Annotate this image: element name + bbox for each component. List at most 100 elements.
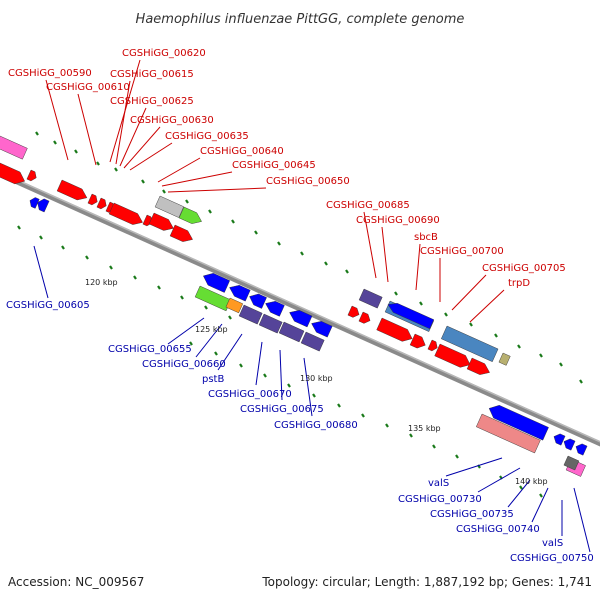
gene-label[interactable]: CGSHiGG_00675 xyxy=(240,404,324,415)
tick-dash xyxy=(419,301,423,306)
cds-reverse[interactable] xyxy=(309,318,333,338)
tick-dash xyxy=(157,285,161,290)
cds-forward[interactable] xyxy=(169,224,195,245)
cds-reverse[interactable] xyxy=(35,197,50,213)
cds-reverse[interactable] xyxy=(475,413,541,454)
cds-forward[interactable] xyxy=(56,179,89,203)
cds-reverse[interactable] xyxy=(562,437,576,451)
leader-line xyxy=(119,107,147,167)
gene-label[interactable]: CGSHiGG_00630 xyxy=(130,115,214,126)
tick-dash xyxy=(85,255,89,260)
gene-label[interactable]: CGSHiGG_00645 xyxy=(232,160,316,171)
tick-dash xyxy=(114,167,118,172)
leader-line xyxy=(507,479,531,508)
cds-forward[interactable] xyxy=(466,357,492,378)
cds-reverse[interactable] xyxy=(563,455,580,471)
tick-dash xyxy=(162,189,166,194)
cds-reverse[interactable] xyxy=(201,270,230,293)
cds-reverse[interactable] xyxy=(227,282,251,302)
tick-dash xyxy=(519,485,523,490)
cds-reverse[interactable] xyxy=(300,331,325,352)
cds-forward[interactable] xyxy=(358,311,372,325)
tick-dash xyxy=(39,235,43,240)
leader-line xyxy=(167,317,205,345)
tick-dash xyxy=(109,265,113,270)
tick-dash xyxy=(231,219,235,224)
gene-label[interactable]: CGSHiGG_00640 xyxy=(200,146,284,157)
gene-label[interactable]: CGSHiGG_00655 xyxy=(108,344,192,355)
tick-dash xyxy=(337,403,341,408)
tick-dash xyxy=(345,269,349,274)
leader-line xyxy=(303,357,313,417)
cog-block[interactable] xyxy=(440,325,499,362)
cds-reverse[interactable] xyxy=(28,196,40,209)
gene-label[interactable]: CGSHiGG_00670 xyxy=(208,389,292,400)
cds-reverse[interactable] xyxy=(358,288,383,309)
cds-reverse[interactable] xyxy=(258,313,283,334)
cds-forward[interactable] xyxy=(409,333,428,351)
cds-reverse[interactable] xyxy=(238,304,263,325)
cds-reverse[interactable] xyxy=(194,285,232,312)
rna-block[interactable] xyxy=(0,135,28,160)
tick-dash xyxy=(539,353,543,358)
cds-reverse[interactable] xyxy=(486,402,549,441)
cds-reverse[interactable] xyxy=(278,321,305,343)
cog-block[interactable] xyxy=(498,352,511,366)
cds-forward[interactable] xyxy=(376,317,415,345)
cds-forward[interactable] xyxy=(96,197,108,210)
tick-dash xyxy=(254,230,258,235)
tick-dash xyxy=(61,245,65,250)
cds-forward[interactable] xyxy=(427,339,439,352)
gene-label[interactable]: CGSHiGG_00735 xyxy=(430,509,514,520)
cds-forward[interactable] xyxy=(347,305,361,319)
cog-block[interactable] xyxy=(178,206,204,227)
summary-text: Topology: circular; Length: 1,887,192 bp… xyxy=(261,575,592,589)
cds-reverse[interactable] xyxy=(574,442,588,456)
gene-label[interactable]: CGSHiGG_00690 xyxy=(356,215,440,226)
pseudogene-block[interactable] xyxy=(154,195,184,218)
gene-label[interactable]: CGSHiGG_00635 xyxy=(165,131,249,142)
accession-text: Accession: NC_009567 xyxy=(8,575,144,589)
cds-forward[interactable] xyxy=(148,212,176,234)
gene-label[interactable]: pstB xyxy=(202,374,224,385)
gene-label[interactable]: sbcB xyxy=(414,232,438,243)
cds-forward[interactable] xyxy=(0,162,27,187)
gene-label[interactable]: CGSHiGG_00610 xyxy=(46,82,130,93)
gene-label[interactable]: CGSHiGG_00705 xyxy=(482,263,566,274)
gene-label[interactable]: CGSHiGG_00590 xyxy=(8,68,92,79)
gene-label[interactable]: CGSHiGG_00685 xyxy=(326,200,410,211)
gene-label[interactable]: CGSHiGG_00730 xyxy=(398,494,482,505)
cds-forward[interactable] xyxy=(26,169,38,182)
gene-label[interactable]: CGSHiGG_00625 xyxy=(110,96,194,107)
cds-reverse[interactable] xyxy=(263,298,285,317)
cds-reverse[interactable] xyxy=(287,307,313,328)
gene-label[interactable]: CGSHiGG_00750 xyxy=(510,553,594,564)
cds-reverse[interactable] xyxy=(247,291,267,309)
gene-label[interactable]: trpD xyxy=(508,278,530,289)
tick-dash xyxy=(444,312,448,317)
tick-dash xyxy=(579,379,583,384)
gene-label[interactable]: valS xyxy=(428,478,449,489)
gene-label[interactable]: CGSHiGG_00680 xyxy=(274,420,358,431)
gene-label[interactable]: CGSHiGG_00620 xyxy=(122,48,206,59)
tick-dash xyxy=(539,493,543,498)
cds-forward[interactable] xyxy=(87,193,99,206)
tick-label: 120 kbp xyxy=(85,278,118,287)
leader-line xyxy=(217,333,243,371)
cds-reverse[interactable] xyxy=(552,432,566,446)
gene-label[interactable]: CGSHiGG_00650 xyxy=(266,176,350,187)
gene-label[interactable]: CGSHiGG_00615 xyxy=(110,69,194,80)
tick-dash xyxy=(17,225,21,230)
gene-label[interactable]: valS xyxy=(542,538,563,549)
gene-label[interactable]: CGSHiGG_00605 xyxy=(6,300,90,311)
tick-dash xyxy=(53,140,57,145)
tick-dash xyxy=(324,261,328,266)
cds-reverse[interactable] xyxy=(386,300,435,330)
gene-label[interactable]: CGSHiGG_00700 xyxy=(420,246,504,257)
cds-forward[interactable] xyxy=(434,343,473,371)
gene-label[interactable]: CGSHiGG_00660 xyxy=(142,359,226,370)
gene-label[interactable]: CGSHiGG_00740 xyxy=(456,524,540,535)
cds-forward[interactable] xyxy=(108,202,145,228)
cds-reverse[interactable] xyxy=(225,297,244,314)
tick-label: 125 kbp xyxy=(195,325,228,334)
